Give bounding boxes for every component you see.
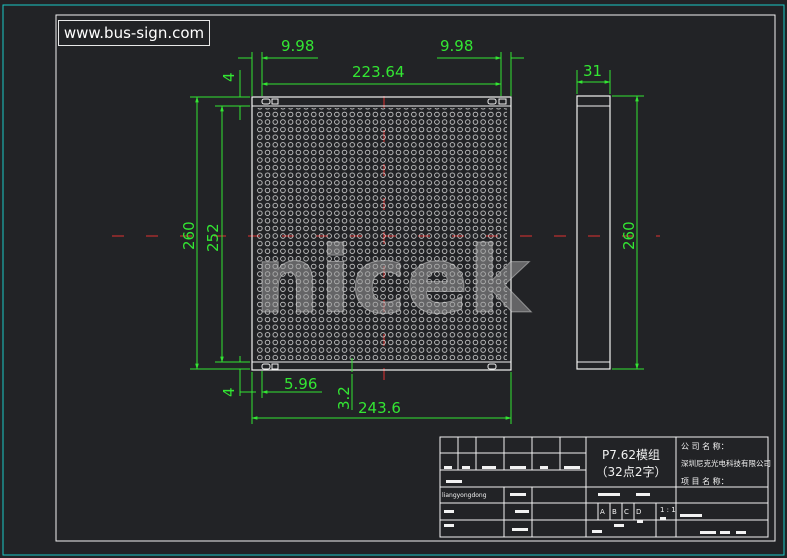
- title-block-text: P7.62模组 （32点2字） 公 司 名 称： 深圳尼克光电科技有限公司 项 …: [442, 441, 771, 516]
- dim-bottom-small: 3.2: [335, 386, 353, 410]
- dim-left-small-top: 4: [220, 72, 238, 82]
- sheet-frame-outer: [2, 4, 785, 556]
- mount-hole-top-left2: [271, 98, 279, 105]
- designer-name: liangyongdong: [442, 492, 487, 499]
- dim-side-height: 260: [620, 221, 638, 250]
- site-url-label: www.bus-sign.com: [58, 20, 210, 46]
- product-name: P7.62模组: [602, 448, 660, 462]
- mount-hole-bottom-left: [261, 363, 271, 370]
- led-panel-outline: [251, 96, 512, 371]
- dim-top-left: 9.98: [281, 37, 314, 55]
- drawing-scale: 1 : 1: [660, 506, 676, 514]
- dim-bottom-offset: 5.96: [284, 375, 317, 393]
- led-pixel-grid: [256, 108, 507, 360]
- grade-c: C: [624, 508, 629, 516]
- dimension-labels: 9.98 9.98 223.64 31 4 4 260 252 260 5.96…: [180, 37, 638, 417]
- side-view-outline: [576, 95, 611, 370]
- project-label: 项 目 名 称：: [681, 476, 729, 486]
- mount-hole-bottom-right: [487, 363, 497, 370]
- grade-d: D: [636, 508, 641, 516]
- sheet-frame-inner: [55, 14, 776, 542]
- grade-a: A: [600, 508, 605, 516]
- dim-inner-height: 252: [204, 223, 222, 252]
- mount-hole-top-mid: [487, 98, 497, 105]
- dim-top-span: 223.64: [352, 63, 405, 81]
- company-name: 深圳尼克光电科技有限公司: [681, 458, 771, 468]
- title-block-placeholder-marks: [444, 466, 746, 534]
- title-block: [439, 436, 769, 538]
- dim-left-small-bottom: 4: [220, 387, 238, 397]
- mount-hole-bottom-left2: [271, 363, 279, 370]
- dim-outer-height: 260: [180, 221, 198, 250]
- watermark-logo: nicek: [254, 227, 531, 334]
- grade-b: B: [612, 508, 617, 516]
- dim-side-width: 31: [583, 62, 602, 80]
- mount-hole-top-right: [498, 98, 507, 105]
- dim-top-right: 9.98: [440, 37, 473, 55]
- dim-bottom-width: 243.6: [358, 399, 401, 417]
- company-label: 公 司 名 称：: [681, 441, 729, 451]
- dimension-lines: [190, 52, 644, 424]
- mount-hole-top-left: [261, 98, 271, 105]
- product-spec: （32点2字）: [596, 464, 667, 479]
